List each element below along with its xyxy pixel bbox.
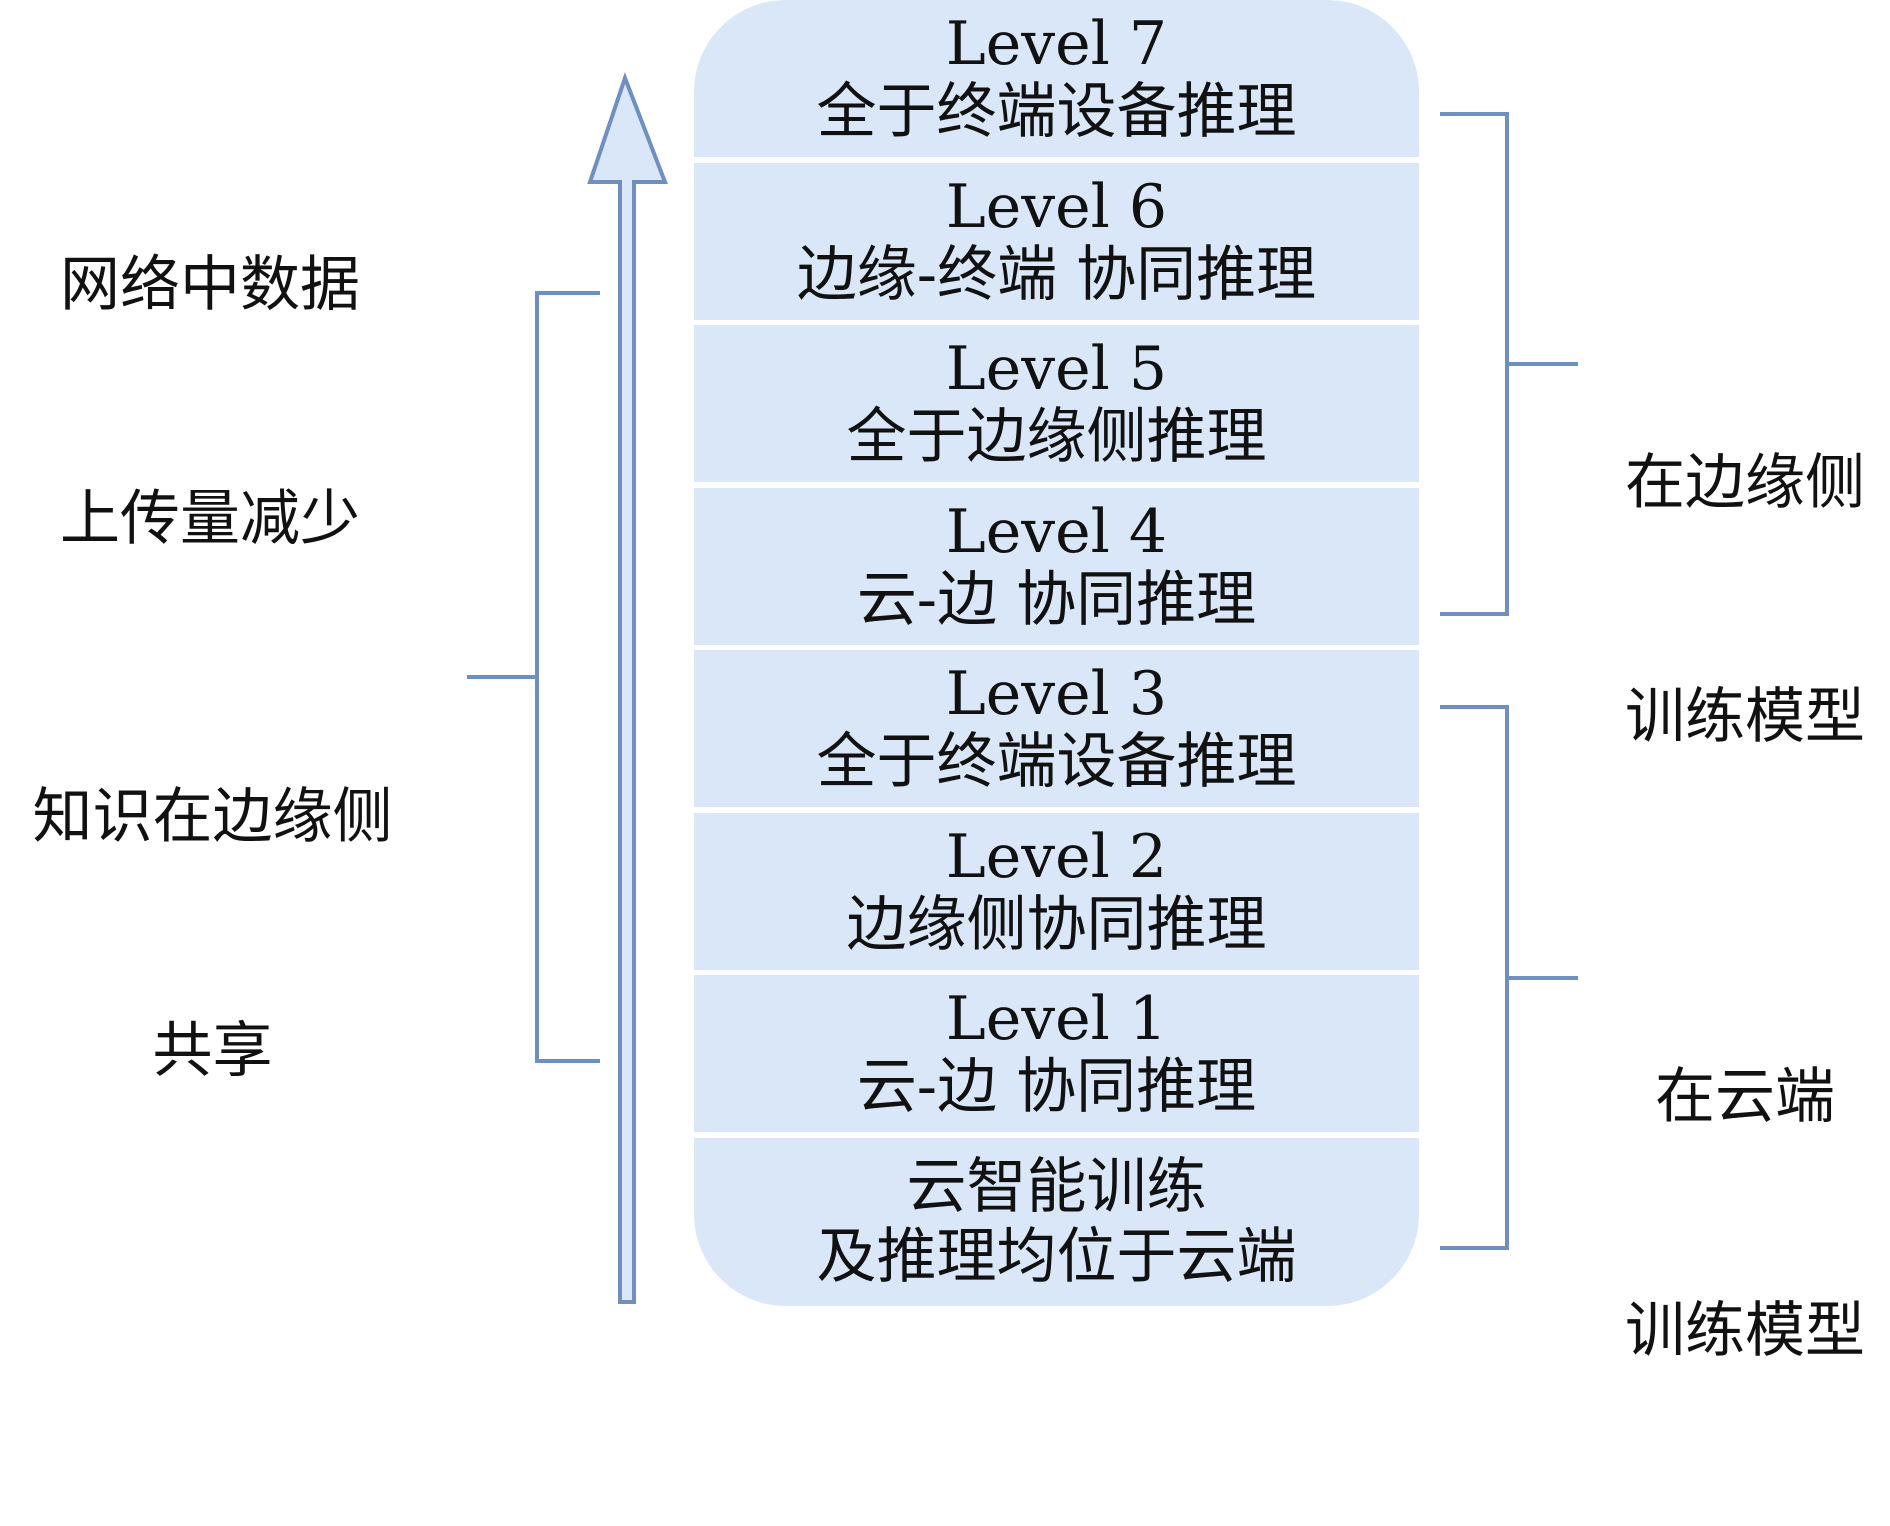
- edge-training-label-line2: 训练模型: [1625, 682, 1865, 752]
- level-4-block: Level 4 云-边 协同推理: [694, 488, 1419, 645]
- knowledge-sharing-label: 知识在边缘侧 共享: [10, 622, 415, 1246]
- level-6-title: Level 6: [945, 171, 1168, 242]
- inference-levels-diagram: Level 7 全于终端设备推理 Level 6 边缘-终端 协同推理 Leve…: [10, 0, 1880, 1366]
- level-6-description: 边缘-终端 协同推理: [796, 239, 1317, 310]
- level-1-title: Level 1: [945, 983, 1168, 1054]
- level-5-title: Level 5: [945, 333, 1168, 404]
- level-1-description: 云-边 协同推理: [856, 1051, 1257, 1122]
- level-4-description: 云-边 协同推理: [856, 564, 1257, 635]
- edge-training-label: 在边缘侧 训练模型: [1610, 288, 1880, 912]
- cloud-only-description-line2: 及推理均位于云端: [816, 1222, 1297, 1292]
- level-2-title: Level 2: [945, 821, 1168, 892]
- level-3-description: 全于终端设备推理: [816, 726, 1297, 797]
- cloud-only-description-line1: 云智能训练: [906, 1152, 1207, 1222]
- left-bracket: [467, 291, 600, 1063]
- level-4-title: Level 4: [945, 496, 1168, 567]
- level-7-block: Level 7 全于终端设备推理: [694, 0, 1419, 157]
- edge-training-label-line1: 在边缘侧: [1625, 448, 1865, 518]
- data-upload-reduction-label: 网络中数据 上传量减少: [60, 90, 360, 714]
- right-bracket-cloud-training: [1440, 705, 1578, 1250]
- knowledge-sharing-label-line1: 知识在边缘侧: [32, 782, 393, 852]
- level-3-block: Level 3 全于终端设备推理: [694, 650, 1419, 807]
- level-5-description: 全于边缘侧推理: [846, 401, 1267, 472]
- upward-arrow: [587, 72, 668, 1304]
- level-2-block: Level 2 边缘侧协同推理: [694, 813, 1419, 970]
- level-7-title: Level 7: [945, 8, 1168, 79]
- level-7-description: 全于终端设备推理: [816, 76, 1297, 147]
- cloud-training-label-line2: 训练模型: [1625, 1296, 1865, 1366]
- level-3-title: Level 3: [945, 658, 1168, 729]
- level-2-description: 边缘侧协同推理: [846, 889, 1267, 960]
- level-5-block: Level 5 全于边缘侧推理: [694, 325, 1419, 482]
- level-6-block: Level 6 边缘-终端 协同推理: [694, 163, 1419, 320]
- level-1-block: Level 1 云-边 协同推理: [694, 975, 1419, 1132]
- cloud-training-label-line1: 在云端: [1655, 1062, 1835, 1132]
- knowledge-sharing-label-line2: 共享: [152, 1016, 273, 1086]
- right-bracket-edge-training: [1440, 112, 1578, 616]
- cloud-training-label: 在云端 训练模型: [1610, 902, 1880, 1526]
- cloud-only-block: 云智能训练 及推理均位于云端: [694, 1138, 1419, 1306]
- levels-stack: Level 7 全于终端设备推理 Level 6 边缘-终端 协同推理 Leve…: [694, 0, 1419, 1306]
- data-upload-label-line2: 上传量减少: [60, 484, 360, 554]
- data-upload-label-line1: 网络中数据: [60, 250, 360, 320]
